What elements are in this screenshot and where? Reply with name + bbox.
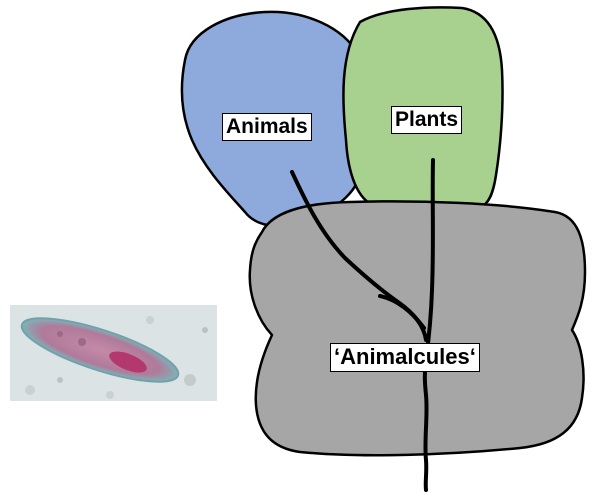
animals-label: Animals [222,113,312,141]
paramecium-photo [10,305,217,401]
animalcules-blob [250,201,585,455]
plants-label: Plants [391,106,462,134]
root-lineage-line [425,395,426,490]
animalcules-label: ‘Animalcules‘ [330,343,480,372]
